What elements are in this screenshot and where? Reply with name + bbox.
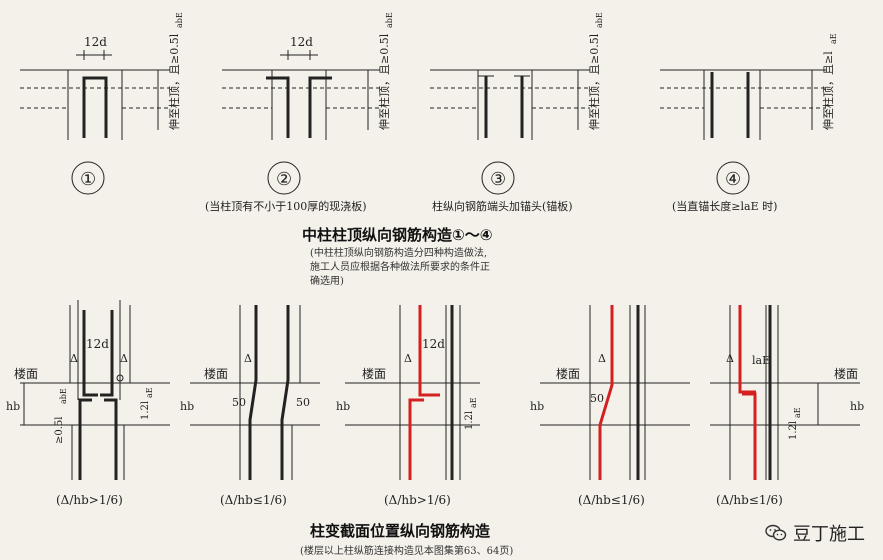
section-change-5 xyxy=(710,305,860,480)
top-vertical-sub-3: abE xyxy=(595,12,604,28)
delta-label-2: Δ xyxy=(120,352,128,365)
fifty-label-1: 50 xyxy=(232,396,246,409)
top-item-num-1: ① xyxy=(80,169,96,190)
top-item-num-2: ② xyxy=(276,169,292,190)
detail-4 xyxy=(660,69,826,195)
delta-label-6: Δ xyxy=(726,352,734,365)
top-vertical-sub-4: aE xyxy=(829,33,838,44)
top-vertical-label-2: 伸至柱顶，且≥0.5l xyxy=(377,33,391,130)
section-change-3 xyxy=(345,305,480,480)
hb-label-3: hb xyxy=(336,400,350,413)
bottom-caption-4: (Δ/hb≤1/6) xyxy=(578,493,645,507)
delta-label-5: Δ xyxy=(598,352,606,365)
top-note-line-2: 施工人员应根据各种做法所要求的条件正 xyxy=(310,262,490,273)
top-caption-2: (当柱顶有不小于100厚的现浇板) xyxy=(205,199,367,213)
top-12d-label-1: 12d xyxy=(84,35,107,49)
delta-label-1: Δ xyxy=(70,352,78,365)
v-12lae-sub-1: aE xyxy=(145,387,154,398)
bottom-caption-2: (Δ/hb≤1/6) xyxy=(220,493,287,507)
section-change-2 xyxy=(190,305,320,480)
v-05labe-label: ≥0.5l xyxy=(54,417,65,444)
top-item-num-3: ③ xyxy=(490,169,506,190)
top-title: 中柱柱顶纵向钢筋构造①～④ xyxy=(302,226,493,244)
top-vertical-sub-2: abE xyxy=(385,12,394,28)
bottom-note: (楼层以上柱纵筋连接构造见本图集第63、64页) xyxy=(300,546,514,557)
bottom-caption-5: (Δ/hb≤1/6) xyxy=(716,493,783,507)
top-note-line-3: 确选用) xyxy=(310,276,344,287)
delta-label-4: Δ xyxy=(404,352,412,365)
floor-label-2: 楼面 xyxy=(204,366,228,381)
floor-label-3: 楼面 xyxy=(362,366,386,381)
v-12lae-label-1: 1.2l xyxy=(140,401,151,420)
top-caption-3: 柱纵向钢筋端头加锚头(锚板) xyxy=(432,199,573,213)
floor-label-5: 楼面 xyxy=(834,366,858,381)
watermark: 豆丁施工 xyxy=(765,520,865,546)
v-12lae-label-2: 1.2l xyxy=(464,411,475,430)
hb-label-5: hb xyxy=(850,400,864,413)
v-12lae-label-3: 1.2l xyxy=(788,421,799,440)
v-05labe-sub: abE xyxy=(59,388,68,404)
fifty-label-2: 50 xyxy=(296,396,310,409)
delta-label-3: Δ xyxy=(244,352,252,365)
bottom-caption-3: (Δ/hb>1/6) xyxy=(384,493,451,507)
top-vertical-label-4: 伸至柱顶，且≥l xyxy=(821,51,835,130)
top-vertical-label-3: 伸至柱顶，且≥0.5l xyxy=(587,33,601,130)
v-12lae-sub-2: aE xyxy=(469,397,478,408)
top-caption-4: (当直锚长度≥laE 时) xyxy=(672,199,777,213)
detail-3 xyxy=(430,69,590,195)
v-12lae-sub-3: aE xyxy=(793,407,802,418)
bottom-title: 柱变截面位置纵向钢筋构造 xyxy=(310,522,491,540)
top-item-num-4: ④ xyxy=(725,169,741,190)
top-vertical-sub-1: abE xyxy=(175,12,184,28)
detail-1 xyxy=(20,50,170,195)
bottom-12d-2: 12d xyxy=(422,337,445,351)
top-12d-label-2: 12d xyxy=(290,35,313,49)
watermark-text: 豆丁施工 xyxy=(793,524,865,545)
section-change-4 xyxy=(540,305,690,480)
top-vertical-label-1: 伸至柱顶，且≥0.5l xyxy=(167,33,181,130)
bottom-12d-1: 12d xyxy=(86,337,109,351)
hb-label-4: hb xyxy=(530,400,544,413)
floor-label-1: 楼面 xyxy=(14,366,38,381)
fifty-label-3: 50 xyxy=(590,392,604,405)
section-change-1 xyxy=(20,300,170,480)
lae-label: laE xyxy=(752,354,770,367)
wechat-icon xyxy=(765,524,787,541)
detail-2 xyxy=(222,50,380,195)
hb-label-1: hb xyxy=(6,400,20,413)
bottom-caption-1: (Δ/hb>1/6) xyxy=(56,493,123,507)
floor-label-4: 楼面 xyxy=(556,366,580,381)
hb-label-2: hb xyxy=(180,400,194,413)
top-note-line-1: (中柱柱顶纵向钢筋构造分四种构造做法, xyxy=(310,248,488,259)
